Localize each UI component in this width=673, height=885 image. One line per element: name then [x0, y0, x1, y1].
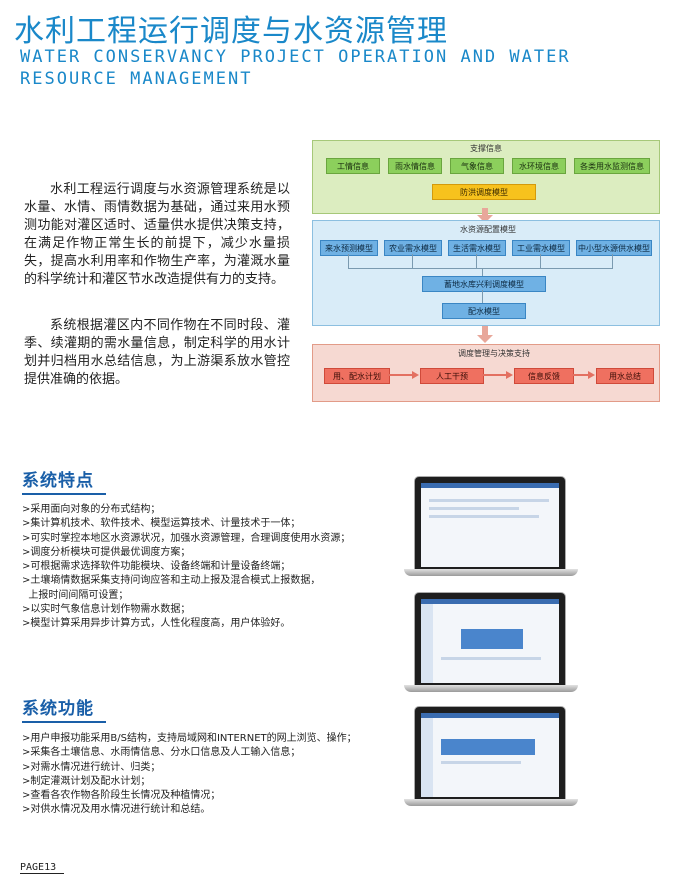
support-item: 工情信息 — [326, 158, 380, 174]
arrow — [482, 326, 488, 336]
laptop-base — [404, 799, 578, 806]
list-item: >土壤墒情数据采集支持问询应答和主动上报及混合模式上报数据， — [22, 575, 321, 587]
app-sidebar — [421, 604, 433, 683]
app-row — [441, 657, 541, 660]
features-heading-text: 系统特点 — [22, 471, 94, 491]
page-title-en: WATER CONSERVANCY PROJECT OPERATION AND … — [20, 47, 571, 89]
support-info-title: 支撑信息 — [470, 144, 502, 153]
app-row — [429, 507, 519, 510]
decision-item: 用水总结 — [596, 368, 654, 384]
connector-line — [572, 374, 590, 376]
list-item: >查看各农作物各阶段生长情况及种植情况； — [22, 790, 221, 802]
list-item: >对供水情况及用水情况进行统计和总结。 — [22, 804, 211, 816]
connector-line — [482, 268, 483, 276]
intro-paragraph-1: 水利工程运行调度与水资源管理系统是以水量、水情、雨情数据为基础，通过来用水预测功… — [24, 182, 290, 287]
config-item: 农业需水模型 — [384, 240, 442, 256]
connector-line — [348, 254, 349, 268]
app-title-bar — [421, 483, 559, 488]
laptop-screenshot — [404, 706, 578, 810]
connector-line — [412, 254, 413, 268]
app-title-bar — [421, 713, 559, 718]
connector-line — [482, 290, 483, 303]
decision-item: 用、配水计划 — [324, 368, 390, 384]
intro-paragraph-2: 系统根据灌区内不同作物在不同时段、灌季、续灌期的需水量信息，制定科学的用水计划并… — [24, 318, 290, 387]
connector-line — [612, 254, 613, 268]
laptop-screenshot — [404, 592, 578, 696]
water-config-title: 水资源配置模型 — [460, 225, 516, 234]
laptop-screen-frame — [414, 706, 566, 800]
support-item: 气象信息 — [450, 158, 504, 174]
functions-heading-text: 系统功能 — [22, 699, 94, 719]
list-item: >采用面向对象的分布式结构； — [22, 504, 161, 515]
decision-item: 人工干预 — [420, 368, 484, 384]
arrow-right-icon — [506, 371, 513, 379]
connector-line — [348, 268, 613, 269]
list-item: >可实时掌控本地区水资源状况，加强水资源管理，合理调度使用水资源； — [22, 532, 351, 544]
list-item: >集计算机技术、软件技术、模型运算技术、计量技术于一体； — [22, 518, 301, 530]
features-list: >采用面向对象的分布式结构； >集计算机技术、软件技术、模型运算技术、计量技术于… — [22, 503, 392, 632]
laptop-screenshot — [404, 476, 578, 580]
laptop-base — [404, 569, 578, 576]
laptop-screen — [421, 483, 559, 567]
functions-list: >用户申报功能采用B/S结构，支持局域网和INTERNET的网上浏览、操作； >… — [22, 732, 392, 818]
list-item: >用户申报功能采用B/S结构，支持局域网和INTERNET的网上浏览、操作； — [22, 733, 357, 744]
support-item: 水环境信息 — [512, 158, 566, 174]
app-row — [441, 761, 521, 764]
config-item: 中小型水源供水模型 — [576, 240, 652, 256]
config-item: 生活需水模型 — [448, 240, 506, 256]
features-heading: 系统特点 — [22, 466, 106, 495]
arrow — [482, 208, 488, 216]
app-data-table — [461, 629, 523, 649]
app-title-bar — [421, 599, 559, 604]
functions-heading: 系统功能 — [22, 694, 106, 723]
heading-underline — [22, 493, 106, 495]
flood-model-box: 防洪调度模型 — [432, 184, 536, 200]
config-item: 工业需水模型 — [512, 240, 570, 256]
laptop-screen — [421, 713, 559, 797]
decision-item: 信息反馈 — [514, 368, 574, 384]
list-item: >采集各土壤信息、水雨情信息、分水口信息及人工输入信息； — [22, 747, 301, 759]
laptop-screen-frame — [414, 592, 566, 686]
connector-line — [482, 374, 508, 376]
list-item: >调度分析模块可提供最优调度方案； — [22, 546, 191, 558]
arrow-down-icon — [477, 215, 493, 223]
list-item: >以实时气象信息计划作物需水数据； — [22, 604, 191, 616]
page-title-cn: 水利工程运行调度与水资源管理 — [14, 14, 448, 49]
system-flow-diagram: 支撑信息 工情信息 雨水情信息 气象信息 水环境信息 各类用水监测信息 防洪调度… — [312, 140, 660, 402]
arrow-right-icon — [588, 371, 595, 379]
list-item: 上报时间间隔可设置； — [22, 589, 129, 601]
connector-line — [388, 374, 414, 376]
heading-underline — [22, 721, 106, 723]
decision-title: 调度管理与决策支持 — [458, 349, 530, 358]
support-item: 各类用水监测信息 — [574, 158, 650, 174]
list-item: >可根据需求选择软件功能模块、设备终端和计量设备终端； — [22, 561, 291, 573]
arrow-down-icon — [477, 335, 493, 343]
laptop-base — [404, 685, 578, 692]
app-row — [429, 499, 549, 502]
app-data-table — [441, 739, 535, 755]
list-item: >对需水情况进行统计、归类； — [22, 761, 161, 773]
list-item: >模型计算采用异步计算方式，人性化程度高，用户体验好。 — [22, 618, 291, 630]
laptop-screen-frame — [414, 476, 566, 570]
app-sidebar — [421, 718, 433, 797]
connector-line — [540, 254, 541, 268]
page-number: PAGE13 — [20, 862, 65, 874]
app-row — [429, 515, 539, 518]
laptop-screen — [421, 599, 559, 683]
connector-line — [476, 254, 477, 268]
distribution-model-box: 配水模型 — [442, 303, 526, 319]
arrow-right-icon — [412, 371, 419, 379]
reservoir-model-box: 蓄地水库兴利调度模型 — [422, 276, 546, 292]
support-item: 雨水情信息 — [388, 158, 442, 174]
support-info-panel — [312, 140, 660, 214]
list-item: >制定灌溉计划及配水计划； — [22, 775, 151, 787]
config-item: 来水预测模型 — [320, 240, 378, 256]
